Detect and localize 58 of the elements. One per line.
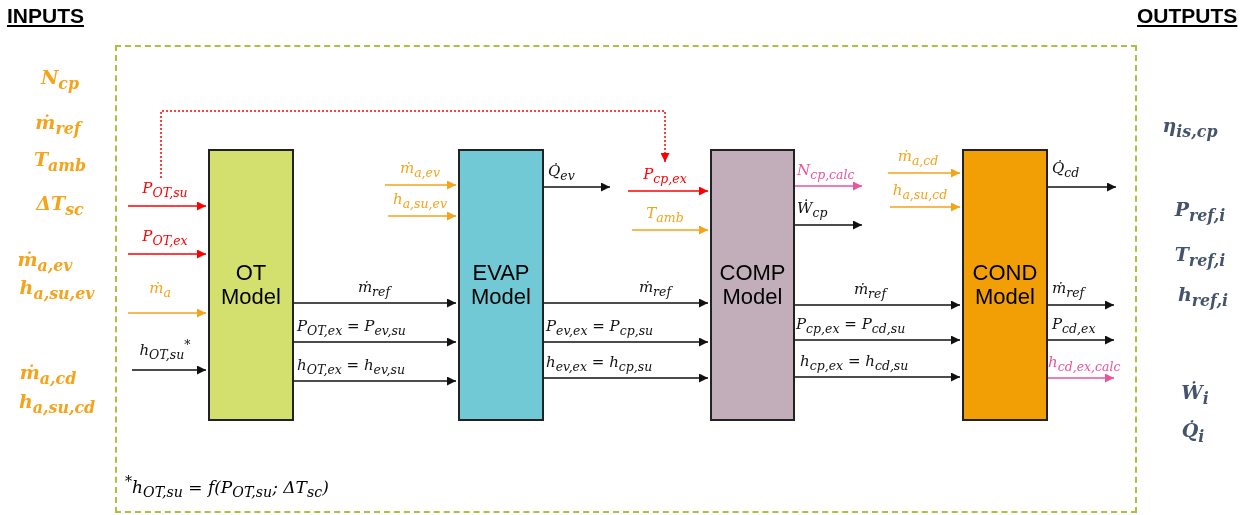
input-variable: N$_{cp}$ <box>40 67 80 93</box>
arrow <box>627 186 709 196</box>
section-heading: INPUTS <box>7 4 84 28</box>
model-box: COND Model <box>962 149 1048 421</box>
output-variable: Ẇ$_{i}$ <box>1181 382 1209 408</box>
edge-label: h$_{ev,ex}$ = h$_{cp,su}$ <box>546 354 653 374</box>
arrow <box>131 365 207 375</box>
edge-label: P$_{OT,ex}$ <box>142 228 188 248</box>
arrow <box>631 225 709 235</box>
section-heading: OUTPUTS <box>1137 4 1238 28</box>
input-variable: ṁ$_{a,cd}$ <box>19 362 77 388</box>
edge-label: T$_{amb}$ <box>646 205 684 225</box>
arrow <box>384 180 457 190</box>
arrow <box>387 211 457 221</box>
edge-label: P$_{OT,ex}$ = P$_{ev,su}$ <box>297 318 406 338</box>
edge-label: ṁ$_{a}$ <box>149 280 171 300</box>
edge-label: h$_{a,su,cd}$ <box>892 182 948 202</box>
input-variable: ΔT$_{sc}$ <box>36 193 84 219</box>
edge-label: h$_{cp,ex}$ = h$_{cd,su}$ <box>800 353 909 373</box>
output-variable: Q̇$_{i}$ <box>1181 420 1205 446</box>
arrow <box>160 110 670 179</box>
output-variable: η$_{is,cp}$ <box>1162 115 1218 141</box>
edge-label: N$_{cp,calc}$ <box>797 162 855 182</box>
arrow <box>127 308 207 318</box>
input-variable: ṁ$_{ref}$ <box>35 112 81 138</box>
arrow <box>889 202 961 212</box>
edge-label: ṁ$_{ref}$ <box>1052 280 1085 300</box>
edge-label: ṁ$_{ref}$ <box>638 279 672 299</box>
model-box: COMP Model <box>710 149 795 421</box>
edge-label: ṁ$_{a,ev}$ <box>399 160 441 180</box>
edge-label: Q̇$_{cd}$ <box>1052 160 1080 180</box>
edge-label: h$_{cd,ex,calc}$ <box>1048 354 1121 374</box>
dashed-frame <box>115 45 1137 513</box>
input-variable: h$_{a,su,ev}$ <box>19 277 95 303</box>
edge-label: h$_{OT,ex}$ = h$_{ev,su}$ <box>297 357 406 377</box>
edge-label: ṁ$_{a,cd}$ <box>897 148 939 168</box>
edge-label: P$_{cd,ex}$ <box>1052 316 1096 336</box>
model-box: OT Model <box>208 149 294 421</box>
edge-label: h$_{a,su,ev}$ <box>393 191 447 211</box>
edge-label: P$_{cp,ex}$ = P$_{cd,su}$ <box>796 316 906 336</box>
edge-label: P$_{ev,ex}$ = P$_{cp,su}$ <box>546 318 654 338</box>
edge-label: Q̇$_{ev}$ <box>548 163 575 183</box>
arrow <box>887 168 961 178</box>
input-variable: h$_{a,su,cd}$ <box>18 391 96 417</box>
output-variable: h$_{ref,i}$ <box>1177 284 1229 310</box>
edge-label: Ẇ$_{cp}$ <box>797 200 828 220</box>
model-box: EVAP Model <box>458 149 544 421</box>
edge-label: P$_{cp,ex}$ <box>643 166 687 186</box>
input-variable: T$_{amb}$ <box>33 149 87 175</box>
arrow <box>127 201 207 211</box>
footnote: $^{*}$h$_{OT,su}$ = f(P$_{OT,su}$; ΔT$_{sc}$) <box>125 474 329 501</box>
edge-label: ṁ$_{ref}$ <box>853 281 887 301</box>
edge-label: ṁ$_{ref}$ <box>357 279 391 299</box>
input-variable: ṁ$_{a,ev}$ <box>17 249 73 275</box>
arrow <box>127 249 207 259</box>
output-variable: P$_{ref,i}$ <box>1174 199 1226 225</box>
output-variable: T$_{ref,i}$ <box>1174 244 1226 270</box>
edge-label: P$_{OT,su}$ <box>142 180 188 200</box>
